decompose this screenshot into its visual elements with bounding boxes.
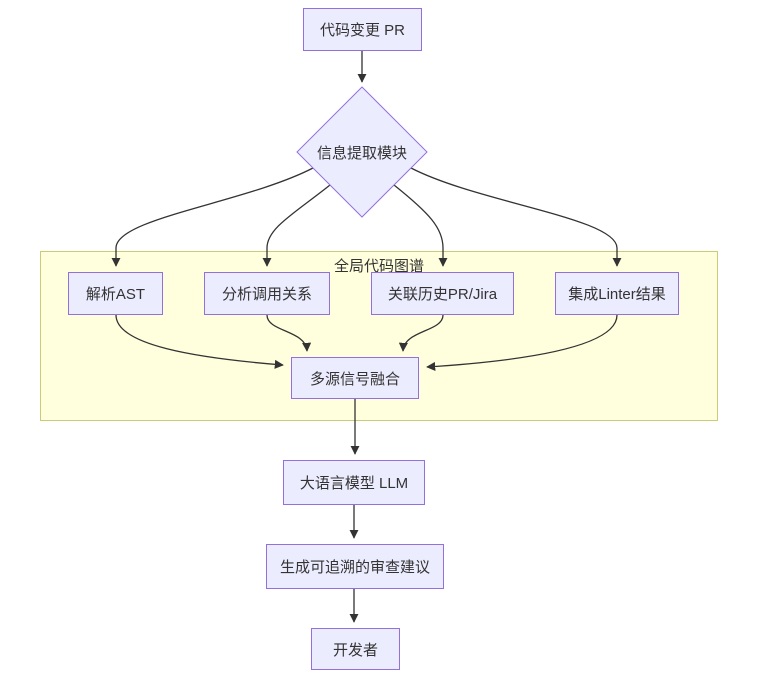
node-link-history-pr-jira: 关联历史PR/Jira	[371, 272, 514, 315]
node-label: 分析调用关系	[221, 286, 312, 303]
node-analyze-call-relations: 分析调用关系	[204, 272, 330, 315]
node-info-extraction-module: 信息提取模块	[297, 87, 427, 217]
node-label: 大语言模型 LLM	[299, 475, 409, 492]
node-label: 信息提取模块	[316, 144, 407, 162]
node-label: 关联历史PR/Jira	[387, 286, 498, 303]
node-label: 多源信号融合	[309, 370, 400, 388]
node-parse-ast: 解析AST	[68, 272, 163, 315]
node-large-language-model: 大语言模型 LLM	[283, 460, 425, 505]
node-label: 解析AST	[85, 286, 146, 303]
node-code-change-pr: 代码变更 PR	[303, 8, 422, 51]
node-developer: 开发者	[311, 628, 400, 670]
node-label: 代码变更 PR	[319, 22, 405, 39]
node-integrate-linter-results: 集成Linter结果	[555, 272, 679, 315]
node-label: 生成可追溯的审查建议	[279, 559, 430, 576]
node-label: 开发者	[332, 641, 378, 659]
node-generate-traceable-review-suggestions: 生成可追溯的审查建议	[266, 544, 444, 589]
node-multi-source-signal-fusion: 多源信号融合	[291, 357, 419, 399]
node-label: 集成Linter结果	[568, 286, 666, 303]
